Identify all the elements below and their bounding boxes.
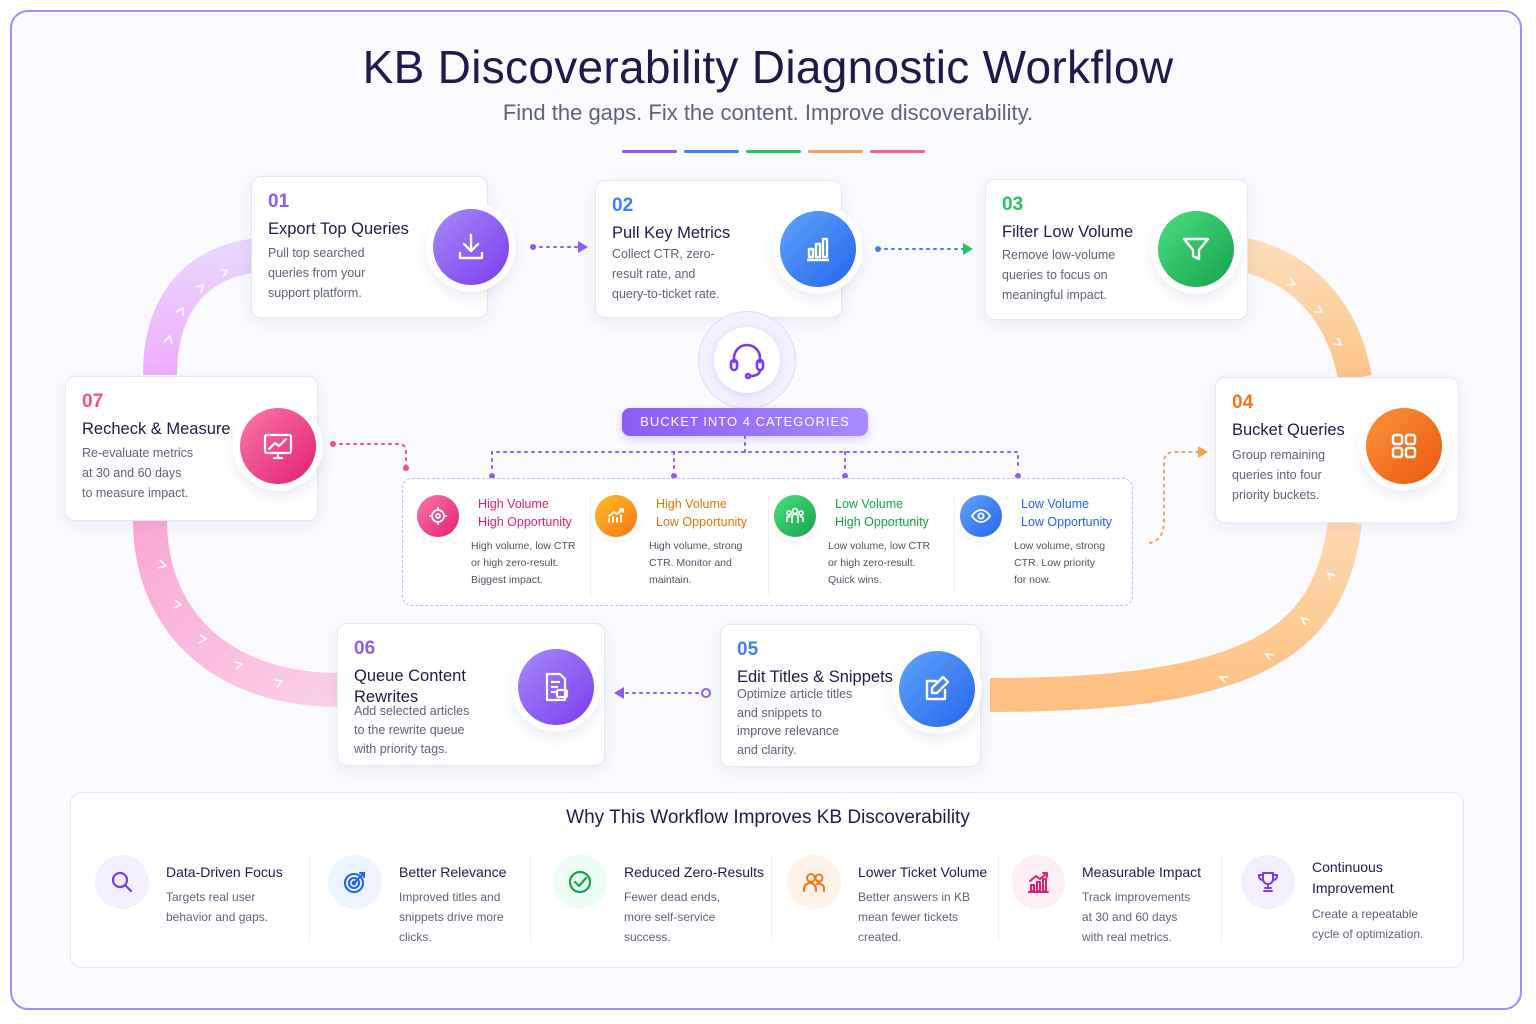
edit-icon (899, 651, 975, 727)
step-title: Recheck & Measure (82, 420, 231, 438)
divider (590, 495, 591, 595)
download-icon (433, 209, 509, 285)
divider-segment (870, 150, 925, 153)
divider (954, 495, 955, 595)
step-number: 04 (1232, 392, 1254, 413)
step-number: 06 (354, 638, 376, 659)
category-low-volume-low-opportunity: Low Volume Low Opportunity Low volume, s… (946, 479, 1133, 607)
divider-segment (684, 150, 739, 153)
step-number: 05 (737, 639, 759, 660)
bucket-categories: High Volume High Opportunity High volume… (402, 478, 1133, 606)
bar-chart-icon (780, 211, 856, 287)
divider-segment (808, 150, 863, 153)
benefits-title: Why This Workflow Improves KB Discoverab… (566, 807, 970, 828)
growth-chart-icon (1011, 855, 1065, 909)
trophy-icon (1241, 855, 1295, 909)
step-number: 03 (1002, 194, 1024, 215)
step-number: 02 (612, 195, 634, 216)
step-title: Filter Low Volume (1002, 223, 1134, 241)
page-title: KB Discoverability Diagnostic Workflow (362, 41, 1174, 93)
center-hub (698, 311, 796, 409)
divider (771, 855, 772, 941)
step-title: Pull Key Metrics (612, 224, 731, 242)
page-subtitle: Find the gaps. Fix the content. Improve … (502, 100, 1034, 125)
divider (530, 855, 531, 941)
category-high-volume-low-opportunity: High Volume Low Opportunity High volume,… (581, 479, 768, 607)
people-icon (774, 495, 816, 537)
step-title: Bucket Queries (1232, 421, 1345, 439)
divider (768, 495, 769, 595)
filter-icon (1158, 211, 1234, 287)
monitor-chart-icon (240, 408, 316, 484)
target-icon (417, 495, 459, 537)
divider-segment (746, 150, 801, 153)
benefits-panel: Why This Workflow Improves KB Discoverab… (70, 792, 1464, 968)
divider (309, 855, 310, 941)
step-number: 07 (82, 391, 104, 412)
search-icon (95, 855, 149, 909)
grid-icon (1366, 408, 1442, 484)
step-title: Export Top Queries (268, 220, 409, 238)
headset-icon (714, 327, 780, 393)
document-icon (518, 649, 594, 725)
step-number: 01 (268, 191, 290, 212)
divider (998, 855, 999, 941)
bucket-label: BUCKET INTO 4 CATEGORIES (622, 408, 868, 436)
divider (1221, 855, 1222, 941)
step-title: Edit Titles & Snippets (737, 668, 893, 686)
category-high-volume-high-opportunity: High Volume High Opportunity High volume… (403, 479, 590, 607)
target-icon (328, 855, 382, 909)
color-divider (622, 150, 925, 153)
check-circle-icon (553, 855, 607, 909)
divider-segment (622, 150, 677, 153)
benefit-reduced-zero-results: Reduced Zero-Results Fewer dead ends,mor… (529, 853, 769, 953)
eye-icon (960, 495, 1002, 537)
benefit-lower-ticket-volume: Lower Ticket Volume Better answers in KB… (763, 853, 993, 953)
users-icon (787, 855, 841, 909)
step-card-07: 07 Recheck & Measure Re-evaluate metrics… (65, 376, 318, 521)
category-low-volume-high-opportunity: Low Volume High Opportunity Low volume, … (760, 479, 947, 607)
trend-up-icon (595, 495, 637, 537)
